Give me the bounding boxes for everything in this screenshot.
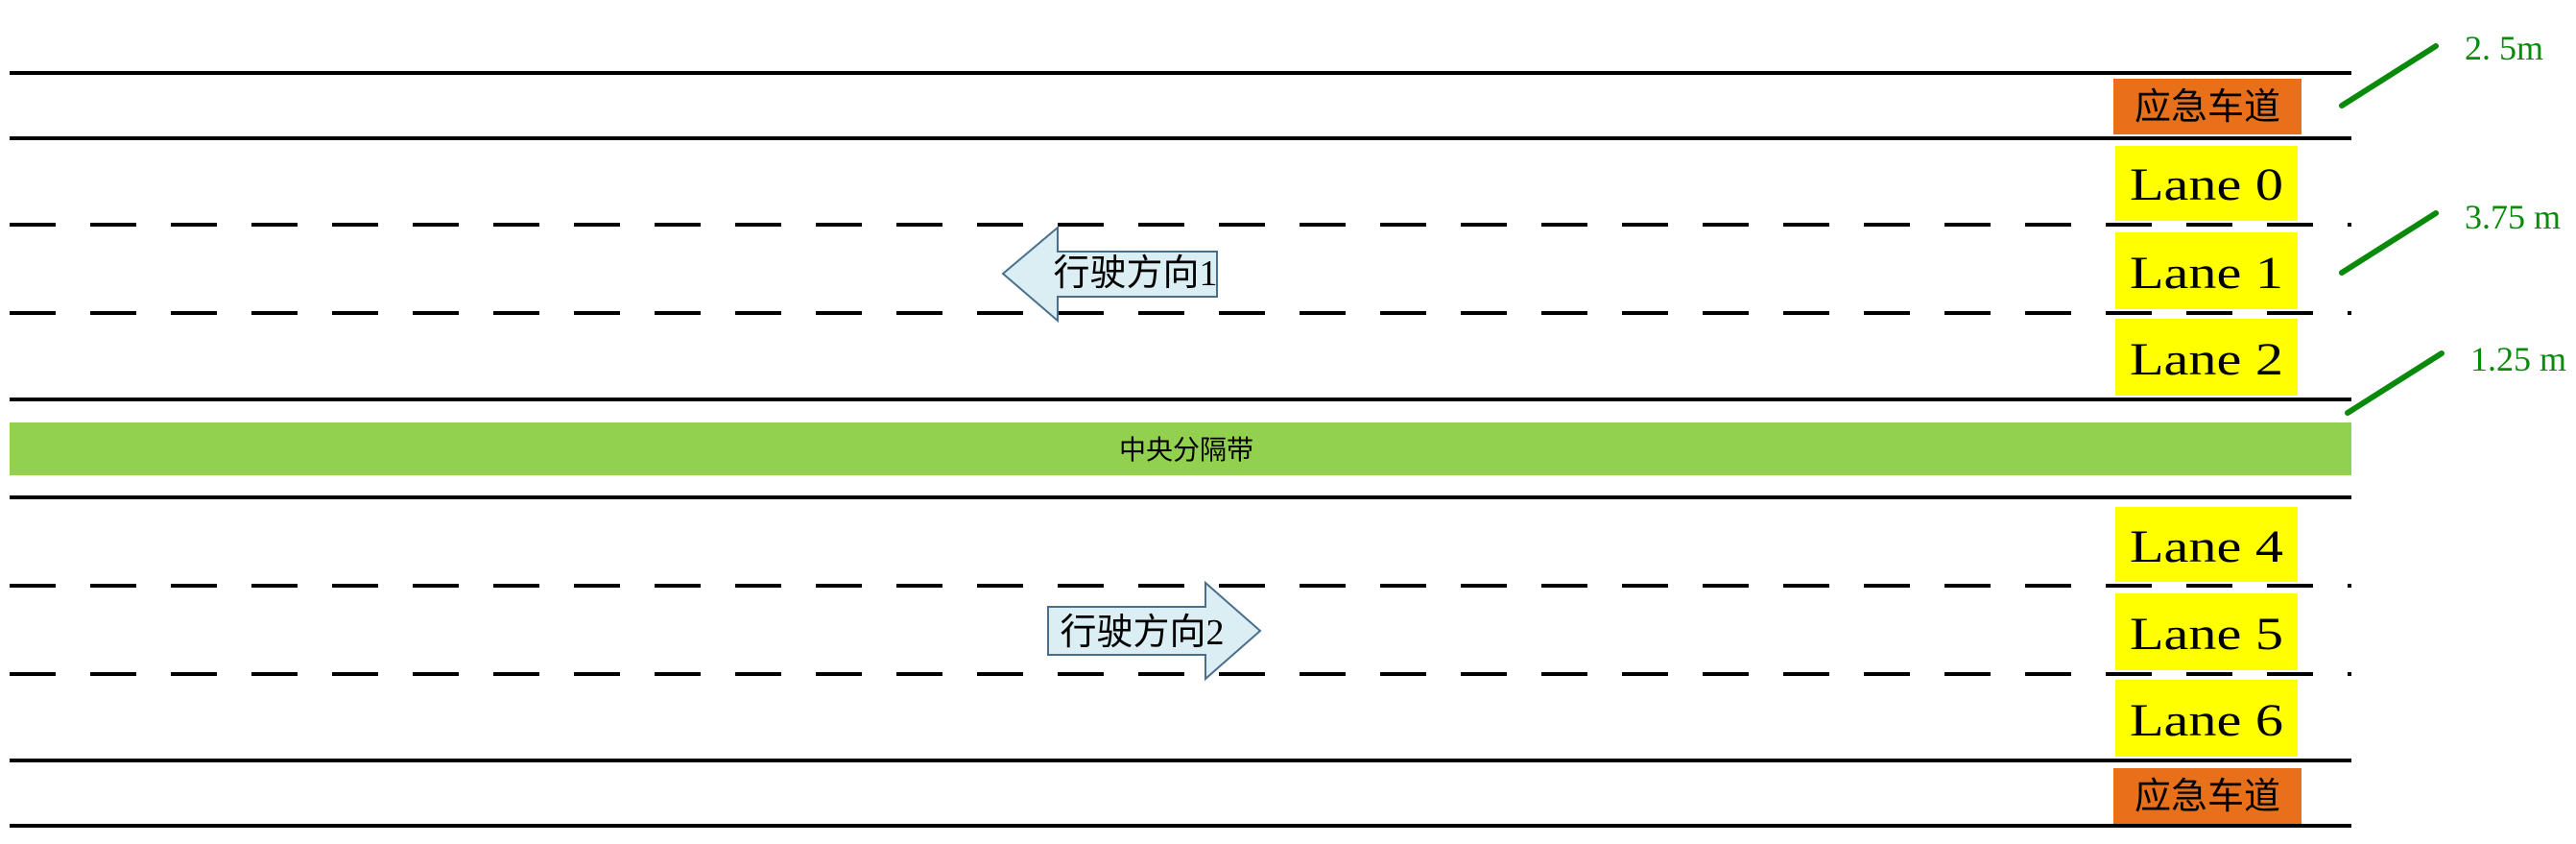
emergency-lane-bottom-label: 应急车道 [2135,777,2280,817]
lane-1-label: Lane 1 [2130,248,2283,299]
lane-0-box [2115,146,2298,221]
lane-5-label: Lane 5 [2130,609,2283,660]
right-arrow-icon [1047,580,1262,682]
direction-arrow-1: 行驶方向1 [1001,225,1218,324]
dimension-callouts [2339,43,2445,416]
solid-lines [10,71,2351,828]
lane-4-box [2115,507,2298,582]
direction-2-label: 行驶方向2 [1060,613,1224,653]
dashed-lines [10,223,2351,676]
lane-0-label: Lane 0 [2130,159,2283,210]
emergency-lane-top-box [2113,79,2302,134]
lane-2-box [2115,319,2298,396]
direction-arrow-2: 行驶方向2 [1047,580,1262,682]
median-label: 中央分隔带 [1119,434,1253,466]
lane-6-label: Lane 6 [2130,695,2283,746]
median-strip [10,422,2351,475]
emergency-lane-bottom: 应急车道 [2113,768,2302,824]
lane-width-leader [2339,210,2439,276]
emergency-lane-top: 应急车道 [2113,79,2302,134]
direction-1-label: 行驶方向1 [1053,253,1217,294]
lane-5-box [2115,593,2298,670]
lane-labels: Lane 0 Lane 1 Lane 2 Lane 4 Lane 5 Lane … [2115,146,2298,757]
emergency-lane-top-label: 应急车道 [2135,87,2280,128]
left-arrow-icon [1001,225,1218,324]
lane-6-box [2115,680,2298,757]
emergency-width-label: 2. 5m [2465,29,2543,67]
lane-2-label: Lane 2 [2130,334,2283,385]
median-width-label: 1.25 m [2470,340,2566,378]
lane-width-label: 3.75 m [2465,198,2561,236]
emergency-width-leader [2339,43,2439,109]
emergency-lane-bottom-box [2113,768,2302,824]
lane-4-label: Lane 4 [2130,521,2283,572]
median-width-leader [2345,350,2445,416]
lane-1-box [2115,232,2298,309]
